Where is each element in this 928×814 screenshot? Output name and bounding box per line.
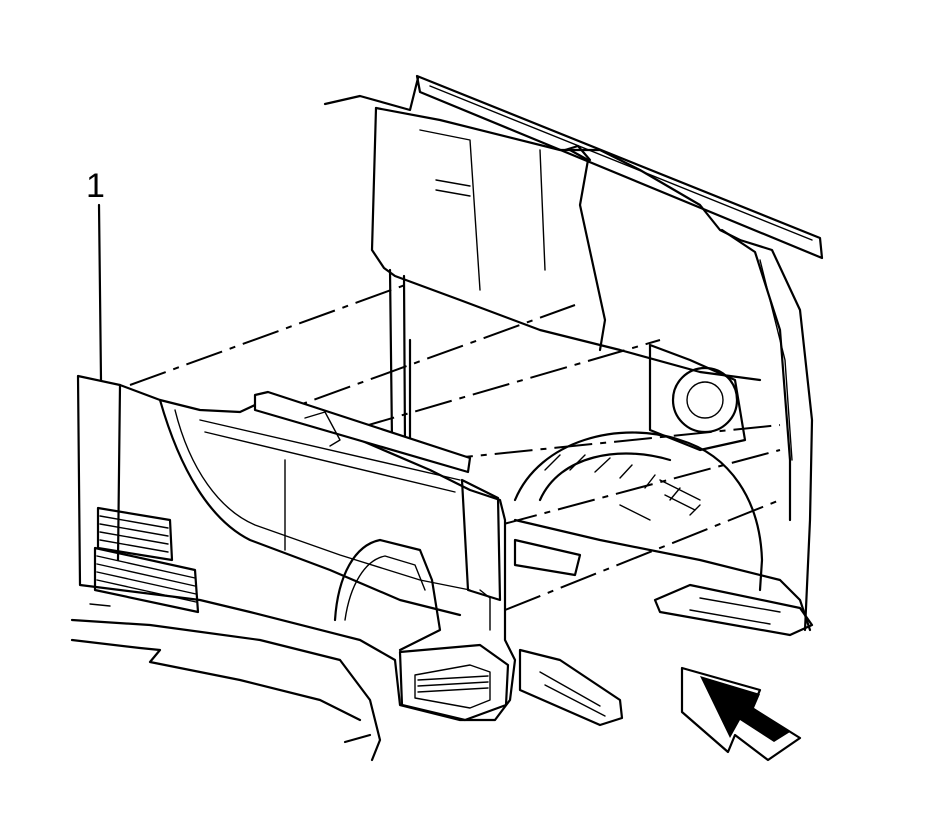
- installation-guide-lines: [129, 284, 781, 611]
- callout-leader-line: [97, 203, 103, 382]
- quarter-trim-panel: [76, 374, 517, 722]
- callout-number: 1: [86, 167, 105, 205]
- direction-arrow-icon: [680, 666, 802, 762]
- vehicle-body: [70, 74, 824, 762]
